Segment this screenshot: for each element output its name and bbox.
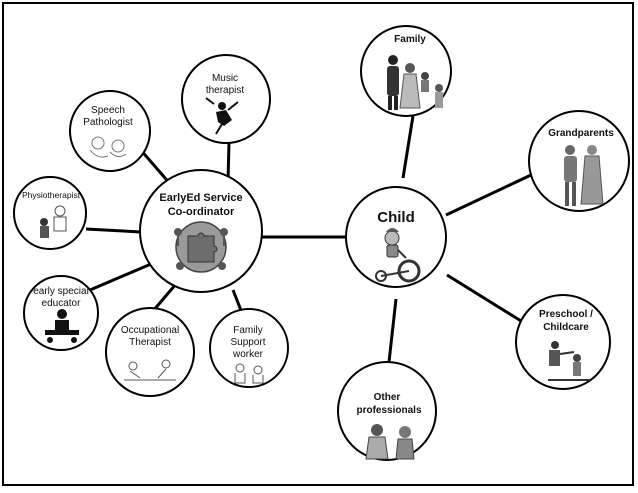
occupational-therapist-node: Occupational Therapist	[105, 307, 195, 397]
educator-play-illustration	[45, 309, 79, 343]
coordinator-label-line2: Co-ordinator	[168, 206, 235, 218]
music-therapist-label-line2: therapist	[206, 85, 245, 96]
music-therapist-label-line1: Music	[212, 73, 238, 84]
outer-border	[2, 2, 634, 486]
table-activity-illustration	[124, 359, 176, 381]
coordinator-label-line1: EarlyEd Service	[159, 192, 242, 204]
occupational-therapist-circle	[105, 307, 195, 397]
family-group-illustration	[387, 55, 443, 110]
connector-child-preschool	[446, 273, 527, 326]
connector-child-other-professionals	[387, 298, 398, 363]
speech-pathologist-node: Speech Pathologist	[69, 90, 151, 172]
preschool-circle	[515, 294, 611, 390]
family-support-worker-label-line2: Support	[230, 337, 265, 348]
child-node: Child	[345, 186, 447, 288]
physio-session-illustration	[40, 205, 67, 238]
family-support-worker-label-line1: Family	[233, 325, 262, 336]
connector-coordinator-educator	[89, 262, 152, 292]
speech-session-illustration	[89, 136, 127, 158]
other-professionals-node: Other professionals	[337, 361, 437, 461]
doctor-and-child-illustration	[365, 424, 415, 460]
family-node: Family	[360, 25, 452, 117]
coordinator-node: EarlyEd Service Co-ordinator	[139, 169, 263, 293]
family-support-worker-node: Family Support worker	[209, 308, 289, 388]
speech-pathologist-circle	[69, 90, 151, 172]
connector-child-grandparents	[445, 173, 532, 217]
grandparents-circle	[528, 110, 630, 212]
early-special-educator-node: early special educator	[23, 275, 99, 351]
preschool-node: Preschool / Childcare	[515, 294, 611, 390]
family-label: Family	[394, 34, 426, 45]
occupational-therapist-label-line2: Therapist	[129, 337, 171, 348]
other-professionals-circle	[337, 361, 437, 461]
physiotherapist-label: Physiotherapist	[22, 190, 81, 200]
family-support-worker-circle	[209, 308, 289, 388]
connector-coordinator-occupational	[151, 283, 178, 312]
early-special-educator-label-line1: early special	[33, 286, 89, 297]
early-special-educator-label-line2: educator	[42, 298, 82, 309]
support-conversation-illustration	[234, 363, 264, 384]
childcare-illustration	[548, 341, 590, 381]
speech-pathologist-label-line1: Speech	[91, 105, 125, 116]
elderly-couple-illustration	[564, 145, 604, 206]
child-on-tricycle-illustration	[375, 228, 421, 283]
physiotherapist-circle	[13, 176, 87, 250]
speech-pathologist-label-line2: Pathologist	[83, 117, 133, 128]
grandparents-label: Grandparents	[548, 128, 614, 139]
connector-coordinator-physio	[85, 227, 142, 234]
puzzle-team-illustration	[174, 221, 228, 273]
child-label: Child	[377, 209, 415, 226]
other-professionals-label-line2: professionals	[356, 405, 421, 416]
occupational-therapist-label-line1: Occupational	[121, 325, 179, 336]
grandparents-node: Grandparents	[528, 110, 630, 212]
connector-child-family	[401, 115, 415, 179]
music-therapist-node: Music therapist	[181, 54, 271, 144]
preschool-label-line1: Preschool /	[539, 309, 593, 320]
other-professionals-label-line1: Other	[374, 392, 401, 403]
dancing-figure-illustration	[205, 97, 239, 135]
music-therapist-circle	[181, 54, 271, 144]
family-support-worker-label-line3: worker	[232, 349, 264, 360]
preschool-label-line2: Childcare	[543, 322, 589, 333]
physiotherapist-node: Physiotherapist	[13, 176, 87, 250]
